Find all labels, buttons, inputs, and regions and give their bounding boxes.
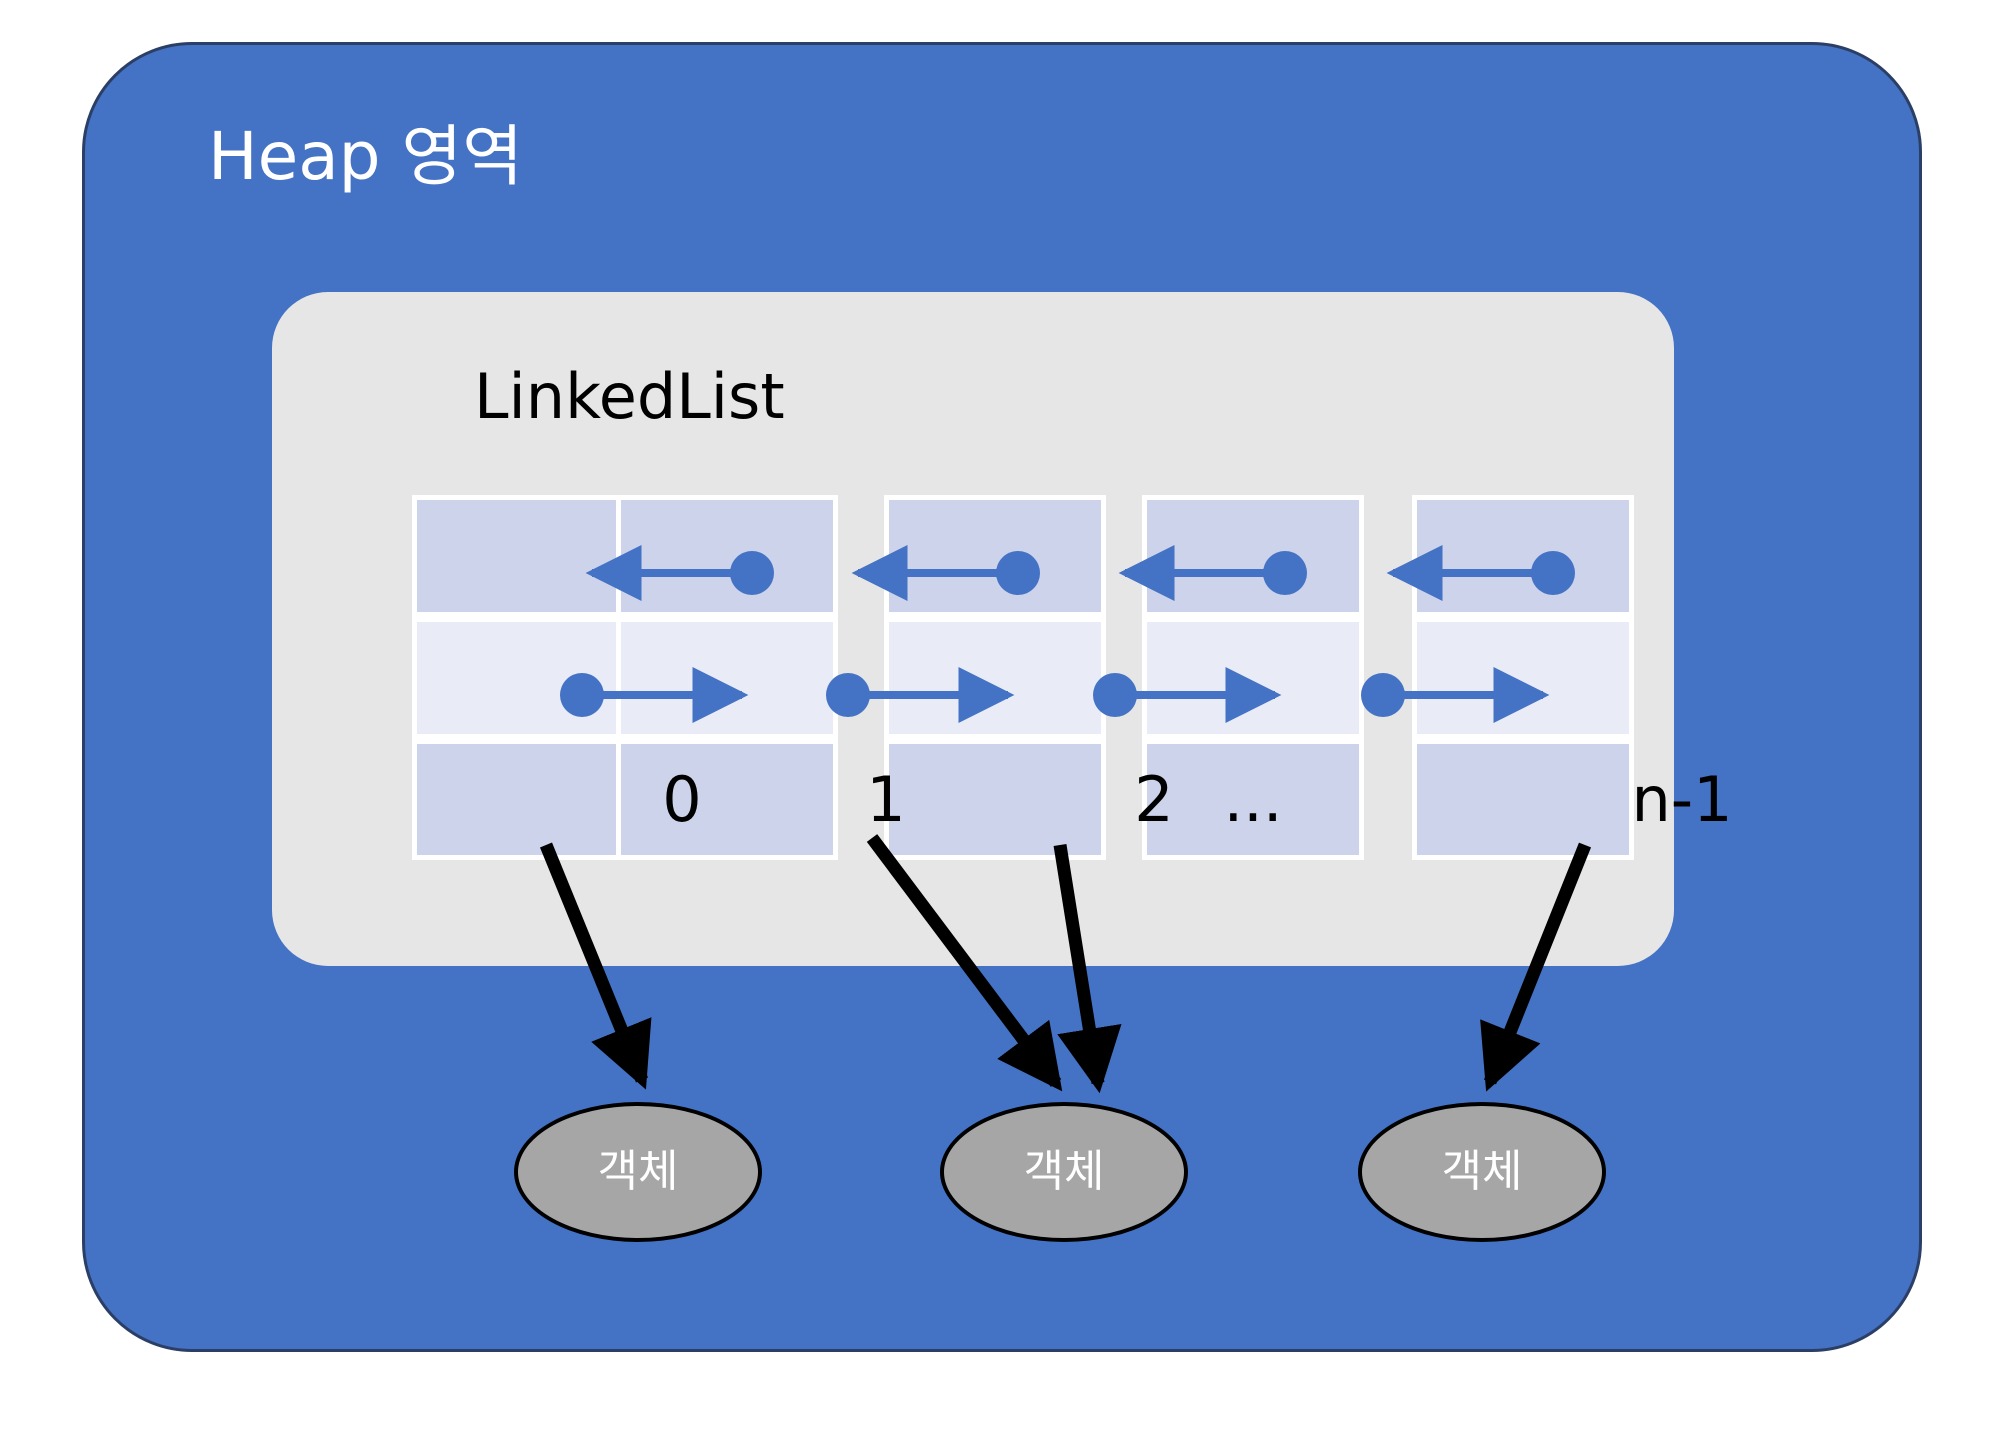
- linkedlist-label: LinkedList: [474, 360, 785, 433]
- list-node-last: n-1: [1412, 495, 1733, 860]
- node-value-text: 1: [866, 762, 906, 836]
- node-next-cell: [616, 617, 838, 739]
- node-prev-cell: [412, 495, 634, 617]
- node-prev-cell: [1142, 495, 1364, 617]
- node-strip: 0 1 2 ... n-1: [412, 495, 1733, 860]
- node-prev-cell: [884, 495, 1106, 617]
- heap-object-1: 객체: [940, 1102, 1188, 1242]
- list-node-0: 0: [412, 495, 702, 860]
- heap-region-title: Heap 영역: [208, 118, 523, 195]
- heap-object-label: 객체: [597, 1146, 679, 1197]
- node-value-cell: [1142, 739, 1364, 860]
- node-value-cell: [616, 739, 838, 860]
- heap-object-0: 객체: [514, 1102, 762, 1242]
- heap-object-label: 객체: [1441, 1146, 1523, 1197]
- list-node-1: 1: [616, 495, 906, 860]
- heap-object-label: 객체: [1023, 1146, 1105, 1197]
- list-node-2: 2: [884, 495, 1174, 860]
- node-value-text: 2: [1134, 762, 1174, 836]
- node-prev-cell: [1412, 495, 1634, 617]
- node-prev-cell: [616, 495, 838, 617]
- node-next-cell: [884, 617, 1106, 739]
- list-node-ellipsis: ...: [1142, 495, 1364, 860]
- node-next-cell: [1412, 617, 1634, 739]
- node-next-cell: [1142, 617, 1364, 739]
- node-value-text: ...: [1223, 762, 1283, 836]
- node-next-cell: [412, 617, 634, 739]
- node-value-text: n-1: [1631, 762, 1733, 836]
- node-value-text: 0: [662, 762, 702, 836]
- heap-object-2: 객체: [1358, 1102, 1606, 1242]
- node-value-cell: [412, 739, 634, 860]
